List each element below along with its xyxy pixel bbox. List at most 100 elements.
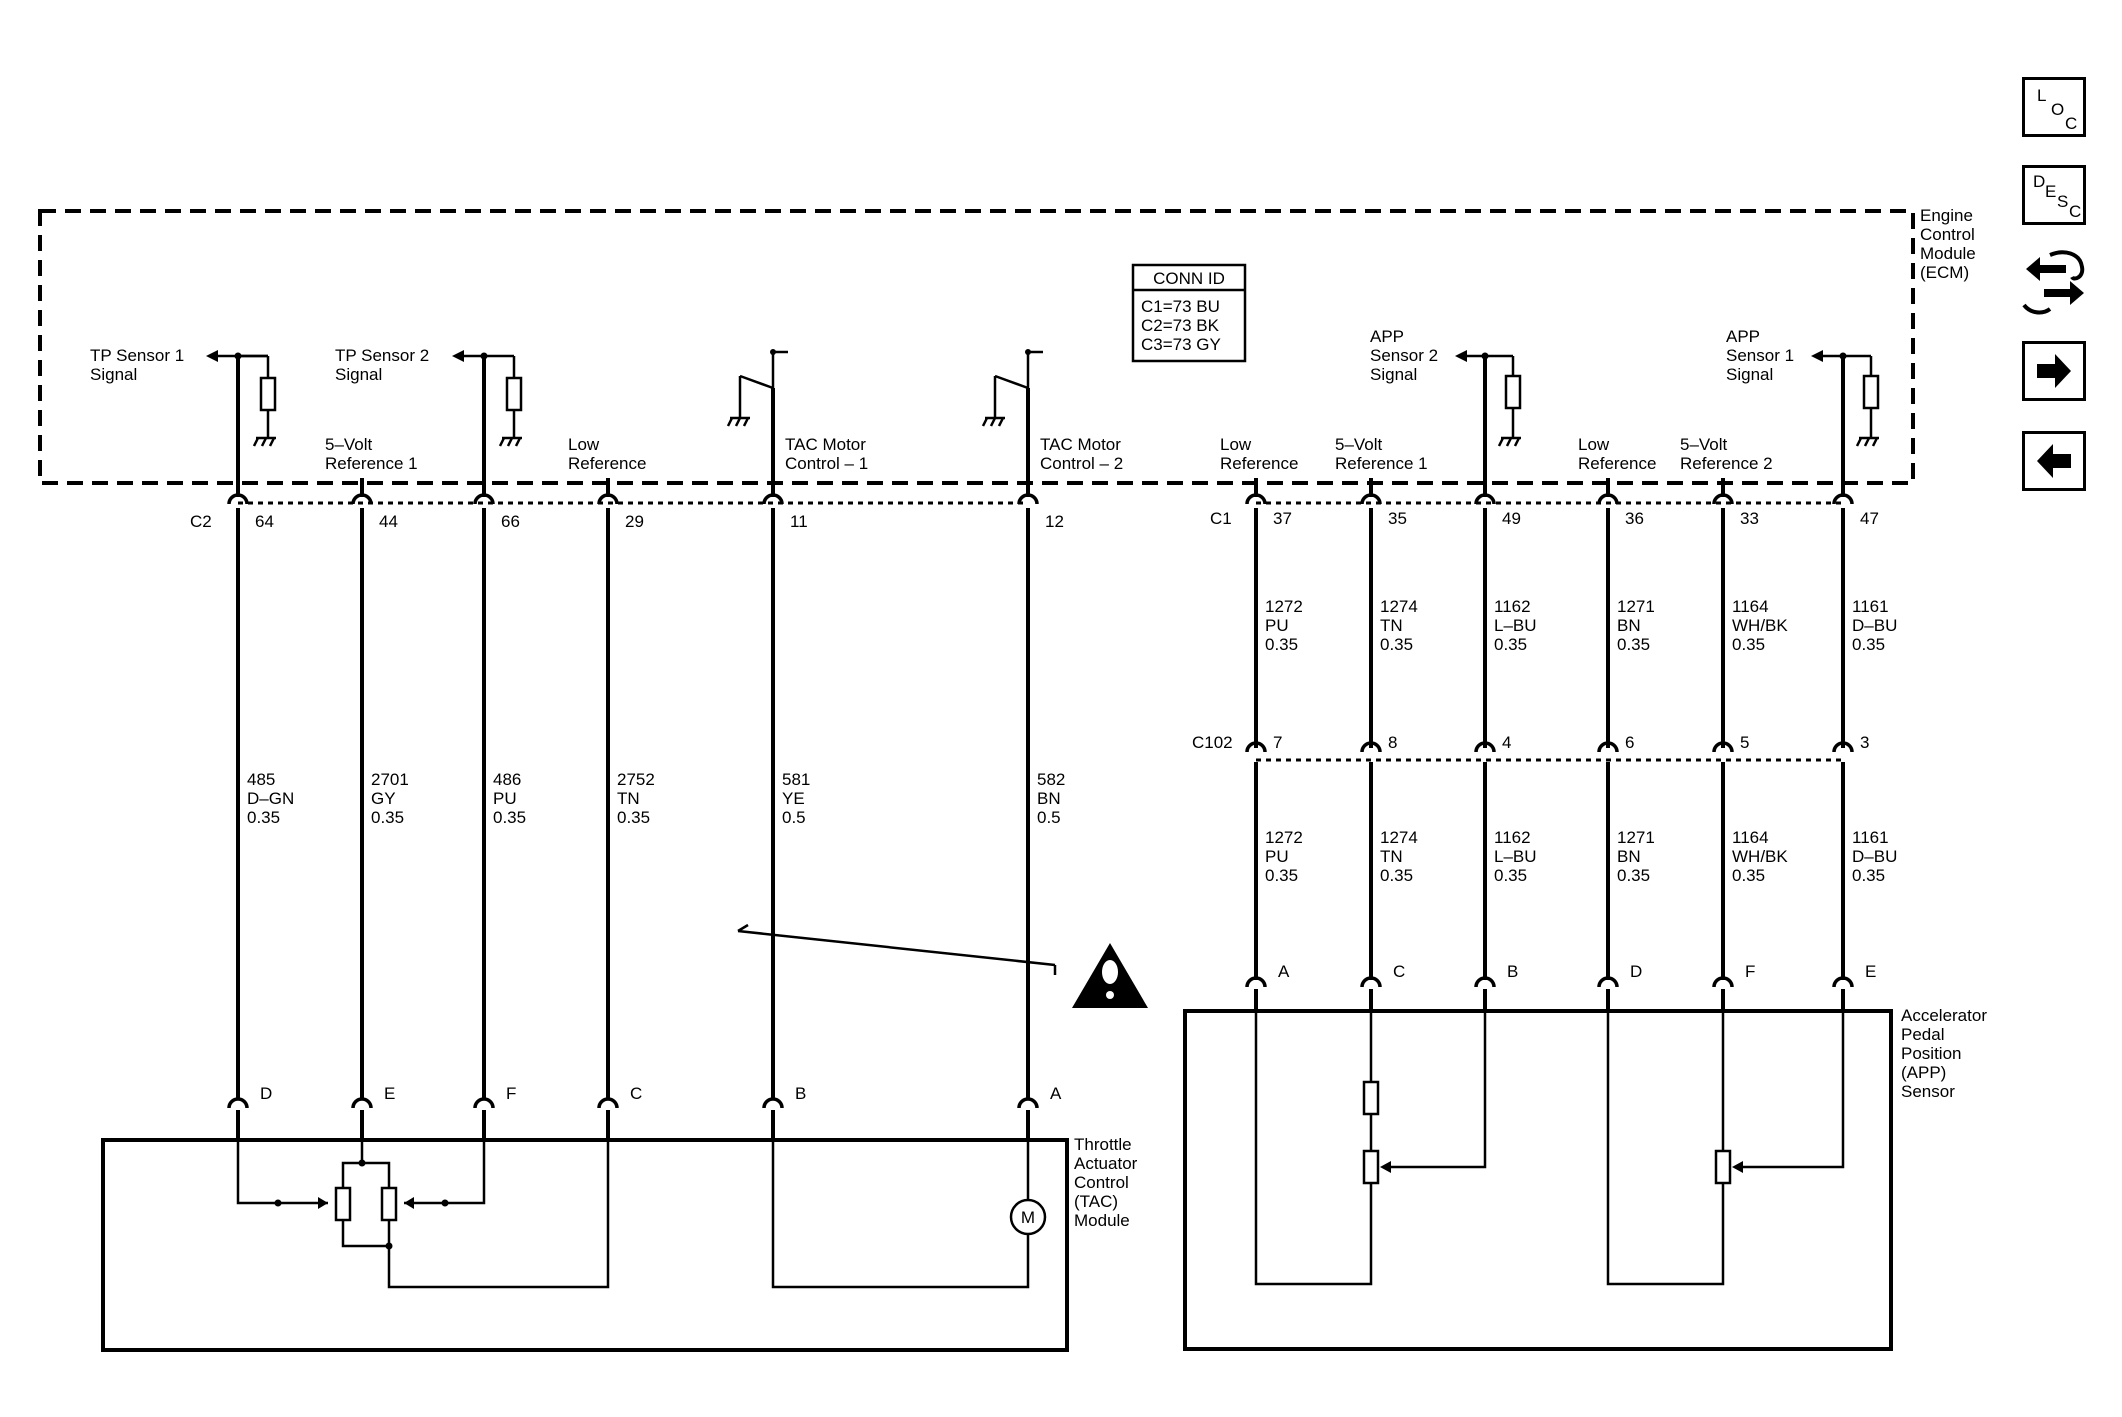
pin-label-tac-2: TAC Motor Control – 2 [1040, 435, 1126, 473]
connector-c2-pin: 64 [255, 512, 274, 531]
desc-button[interactable]: D E S C [2022, 165, 2086, 225]
connector-c102-pin: 8 [1388, 733, 1397, 752]
pin-label-tac-1: TAC Motor Control – 1 [785, 435, 871, 473]
connector-c2-pin: 12 [1045, 512, 1064, 531]
conn-id-header: CONN ID [1153, 269, 1225, 288]
tac-pin-label: F [506, 1084, 516, 1103]
app-sensor-2-circuit: APP Sensor 2 Signal [1370, 327, 1522, 497]
tac-pin-label: D [260, 1084, 272, 1103]
arrow-left-icon [2037, 444, 2071, 478]
tp-sensor-2-circuit: TP Sensor 2 Signal [335, 346, 523, 497]
desc-letter: S [2057, 192, 2069, 211]
tac-pin-label: A [1050, 1084, 1062, 1103]
conn-id-box: CONN ID C1=73 BU C2=73 BK C3=73 GY [1131, 263, 1247, 363]
ecm-boundary [38, 209, 1915, 485]
loc-letter: L [2037, 86, 2047, 105]
loc-letter: O [2051, 100, 2065, 119]
tp-sensor-1-circuit: TP Sensor 1 Signal [90, 346, 277, 497]
motor-label: M [1021, 1208, 1035, 1227]
tac-pin-label: B [795, 1084, 806, 1103]
connector-c2-pin: 66 [501, 512, 520, 531]
desc-letter: D [2033, 172, 2046, 191]
connector-c102-pin: 3 [1860, 733, 1869, 752]
connector-c1-pin: 49 [1502, 509, 1521, 528]
connector-c2-label: C2 [190, 512, 212, 531]
connector-c102-label: C102 [1192, 733, 1233, 752]
arrow-right-icon [2037, 354, 2071, 388]
connector-c2-pin: 11 [790, 512, 808, 531]
app-internal-circuit [1254, 1011, 1845, 1286]
connector-c1-pin: 37 [1273, 509, 1292, 528]
conn-id-line: C3=73 GY [1141, 335, 1221, 354]
app-pin-label: F [1745, 962, 1755, 981]
pin-label-low-ref-right-1: Low Reference [1220, 435, 1298, 473]
app-sensor-1-label: APP Sensor 1 Signal [1726, 327, 1799, 384]
motor-icon [1009, 1198, 1047, 1236]
tac-module-title: Throttle Actuator Control (TAC) Module [1074, 1135, 1142, 1230]
pin-label-5v-ref-1-left: 5–Volt Reference 1 [325, 435, 418, 473]
app-pin-label: B [1507, 962, 1518, 981]
caution-icon [1072, 943, 1148, 1008]
connector-c1-pin: 47 [1860, 509, 1879, 528]
app-pin-label: E [1865, 962, 1876, 981]
connector-c1-pin: 36 [1625, 509, 1644, 528]
pin-label-low-ref-left: Low Reference [568, 435, 646, 473]
connector-c2-pin: 29 [625, 512, 644, 531]
prev-page-button[interactable] [2022, 431, 2086, 491]
connector-swap-icon[interactable] [2020, 247, 2090, 319]
tac-pin-label: E [384, 1084, 395, 1103]
connector-c2-pin: 44 [379, 512, 398, 531]
pin-label-5v-ref-2-right: 5–Volt Reference 2 [1680, 435, 1773, 473]
app-sensor-2-label: APP Sensor 2 Signal [1370, 327, 1443, 384]
connector-c1-pin: 33 [1740, 509, 1759, 528]
app-pin-label: A [1278, 962, 1290, 981]
loc-letter: C [2065, 114, 2078, 133]
tp-sensor-2-label: TP Sensor 2 Signal [335, 346, 434, 384]
next-page-button[interactable] [2022, 341, 2086, 401]
tac-pin-label: C [630, 1084, 642, 1103]
ecm-title: Engine Control Module (ECM) [1920, 206, 1981, 282]
connector-c102-pin: 4 [1502, 733, 1511, 752]
desc-letter: E [2045, 182, 2057, 201]
pin-label-5v-ref-1-right: 5–Volt Reference 1 [1335, 435, 1428, 473]
conn-id-line: C2=73 BK [1141, 316, 1220, 335]
loc-button[interactable]: L O C [2022, 77, 2086, 137]
tac-driver-1-switch [726, 349, 788, 497]
connector-c102-pin: 7 [1273, 733, 1282, 752]
app-sensor-box [1183, 1009, 1893, 1351]
connector-c1-label: C1 [1210, 509, 1232, 528]
desc-letter: C [2069, 202, 2082, 221]
connector-c102-pin: 6 [1625, 733, 1634, 752]
sheet-break-line [737, 929, 1056, 967]
tac-driver-2-switch [981, 349, 1043, 497]
app-sensor-1-circuit: APP Sensor 1 Signal [1726, 327, 1880, 497]
connector-c1-pin: 35 [1388, 509, 1407, 528]
tp-sensor-1-label: TP Sensor 1 Signal [90, 346, 189, 384]
tac-internal-circuit: M [236, 1140, 1047, 1289]
conn-id-line: C1=73 BU [1141, 297, 1220, 316]
tac-module-box [101, 1138, 1069, 1352]
app-pin-label: D [1630, 962, 1642, 981]
connector-c102-pin: 5 [1740, 733, 1749, 752]
app-sensor-title: Accelerator Pedal Position (APP) Sensor [1901, 1006, 1992, 1101]
